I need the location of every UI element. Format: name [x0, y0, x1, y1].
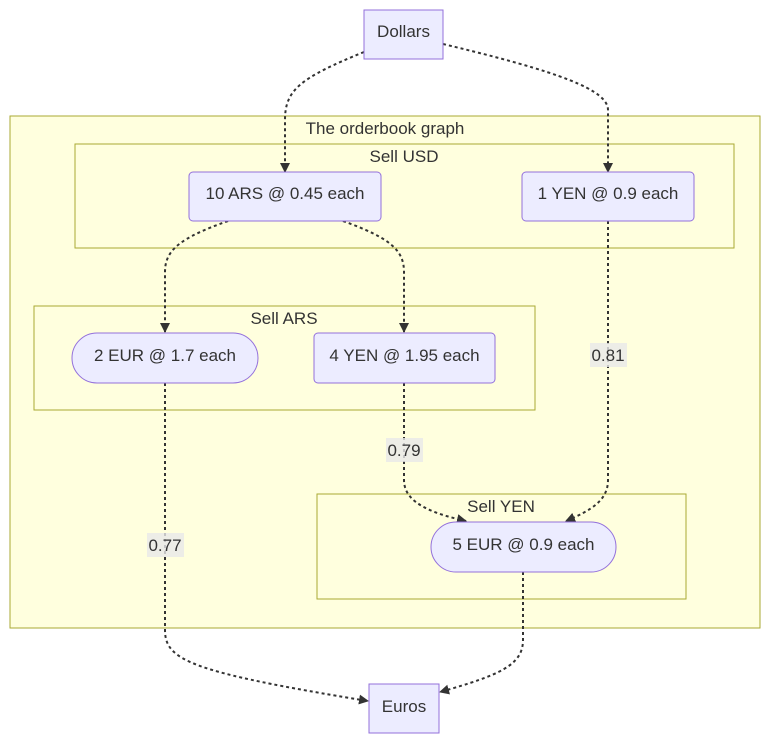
node-euros-box[interactable]	[368, 683, 440, 734]
edge-label-0-79-bg	[386, 438, 423, 462]
node-ars-order-label: 10 ARS @ 0.45 each	[205, 184, 364, 203]
edge-yen-order-ars-to-eur-order-yen	[403, 383, 467, 524]
edge-label-0-81: 0.81	[590, 343, 627, 367]
node-dollars[interactable]: Dollars	[363, 9, 444, 60]
node-eur-order-yen-box[interactable]	[430, 521, 617, 573]
edge-dollars-to-yen-order-usd	[442, 43, 613, 173]
edge-label-0-77-bg	[147, 533, 184, 557]
edge-label-0-79-text: 0.79	[387, 441, 420, 460]
node-ars-order-box[interactable]	[188, 171, 382, 222]
cluster-orderbook-graph-title: The orderbook graph	[306, 119, 465, 138]
node-eur-order-ars-box[interactable]	[71, 332, 259, 384]
node-yen-order-usd[interactable]: 1 YEN @ 0.9 each	[521, 171, 695, 222]
edge-eur-order-ars-to-euros	[164, 383, 369, 705]
edge-label-0-79: 0.79	[386, 438, 423, 462]
node-yen-order-usd-box[interactable]	[521, 171, 695, 222]
node-ars-order[interactable]: 10 ARS @ 0.45 each	[188, 171, 382, 222]
cluster-sell-ars-title: Sell ARS	[250, 309, 317, 328]
edge-ars-order-to-yen-order-ars	[342, 220, 409, 333]
edge-label-0-77-text: 0.77	[148, 536, 181, 555]
edge-label-0-81-bg	[590, 343, 627, 367]
cluster-sell-yen-title: Sell YEN	[467, 497, 535, 516]
edge-yen-order-usd-to-eur-order-yen	[565, 221, 609, 523]
node-yen-order-ars[interactable]: 4 YEN @ 1.95 each	[313, 332, 496, 384]
edge-eur-order-yen-to-euros	[439, 572, 524, 695]
cluster-sell-usd-title: Sell USD	[370, 147, 439, 166]
node-dollars-label: Dollars	[377, 22, 430, 41]
node-euros-label: Euros	[382, 697, 426, 716]
node-yen-order-ars-label: 4 YEN @ 1.95 each	[329, 346, 479, 365]
edge-label-0-81-text: 0.81	[591, 346, 624, 365]
node-yen-order-ars-box[interactable]	[313, 332, 496, 384]
node-eur-order-ars-label: 2 EUR @ 1.7 each	[94, 346, 236, 365]
node-yen-order-usd-label: 1 YEN @ 0.9 each	[538, 184, 679, 203]
edge-ars-order-to-eur-order-ars	[160, 220, 229, 333]
node-dollars-box[interactable]	[363, 9, 444, 60]
node-eur-order-yen[interactable]: 5 EUR @ 0.9 each	[430, 521, 617, 573]
node-euros[interactable]: Euros	[368, 683, 440, 734]
edge-dollars-to-ars-order	[280, 51, 365, 173]
node-eur-order-yen-label: 5 EUR @ 0.9 each	[453, 535, 595, 554]
node-eur-order-ars[interactable]: 2 EUR @ 1.7 each	[71, 332, 259, 384]
edge-label-0-77: 0.77	[147, 533, 184, 557]
